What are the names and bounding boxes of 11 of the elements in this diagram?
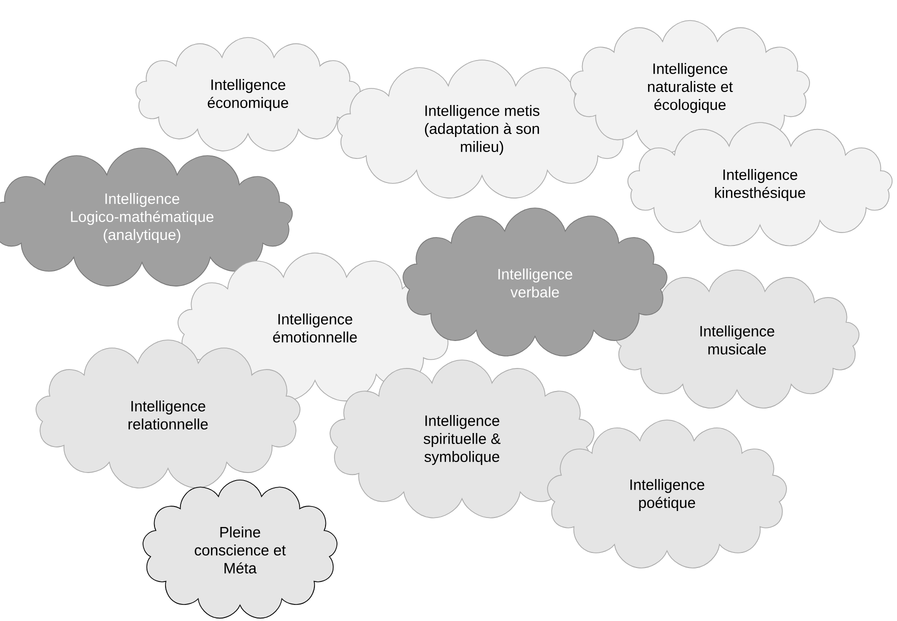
node-label: Intelligence kinesthésique xyxy=(715,169,806,201)
cloud: Intelligence spirituelle & symbolique xyxy=(330,360,594,518)
cloud: Intelligence économique xyxy=(135,37,361,152)
cloud: Intelligence naturaliste et écologique xyxy=(570,20,810,154)
cloud: Intelligence metis (adaptation à son milieu) xyxy=(337,60,627,198)
cloud: Intelligence Logico-mathématique (analytique) xyxy=(0,148,293,286)
cloud: Pleine conscience et Méta xyxy=(142,480,338,619)
cloud: Intelligence verbale xyxy=(402,208,668,356)
cloud: Intelligence kinesthésique xyxy=(627,122,893,246)
cloud: Intelligence musicale xyxy=(614,270,860,408)
cloud: Intelligence poétique xyxy=(547,420,787,568)
